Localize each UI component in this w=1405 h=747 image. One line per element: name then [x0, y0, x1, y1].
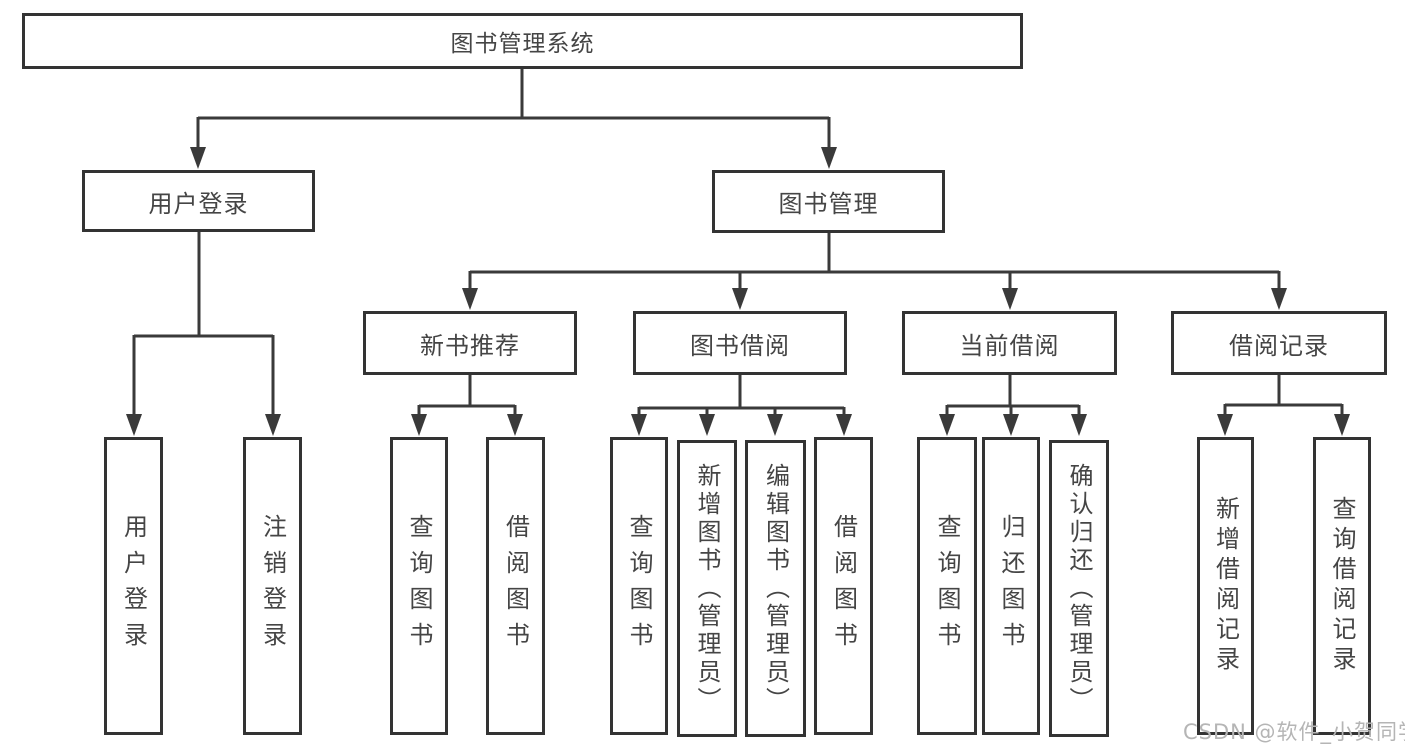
node-book-borrow: 图书借阅 — [633, 311, 847, 375]
leaf-current-return-books: 归还图书 — [982, 437, 1040, 735]
leaf-current-confirm-return-admin: 确认归还（管理员） — [1049, 440, 1109, 737]
leaf-recommend-query-books: 查询图书 — [390, 437, 448, 735]
watermark-text: CSDN @软件_小贺同学 — [1183, 720, 1405, 744]
node-library-management-system: 图书管理系统 — [22, 13, 1023, 69]
leaf-borrow-borrow-books: 借阅图书 — [814, 437, 873, 735]
leaf-recommend-borrow-books: 借阅图书 — [486, 437, 545, 735]
leaf-borrow-edit-books-admin: 编辑图书（管理员） — [745, 440, 806, 737]
leaf-logout: 注销登录 — [243, 437, 302, 735]
node-new-book-recommend: 新书推荐 — [363, 311, 577, 375]
leaf-records-add-record: 新增借阅记录 — [1197, 437, 1254, 735]
leaf-records-query-record: 查询借阅记录 — [1313, 437, 1371, 735]
leaf-current-query-books: 查询图书 — [917, 437, 977, 735]
node-borrow-records: 借阅记录 — [1171, 311, 1387, 375]
node-book-management: 图书管理 — [712, 170, 945, 233]
node-current-borrow: 当前借阅 — [902, 311, 1117, 375]
leaf-user-login: 用户登录 — [104, 437, 163, 735]
leaf-borrow-query-books: 查询图书 — [610, 437, 668, 735]
node-user-login: 用户登录 — [82, 170, 315, 232]
leaf-borrow-add-books-admin: 新增图书（管理员） — [677, 440, 737, 737]
